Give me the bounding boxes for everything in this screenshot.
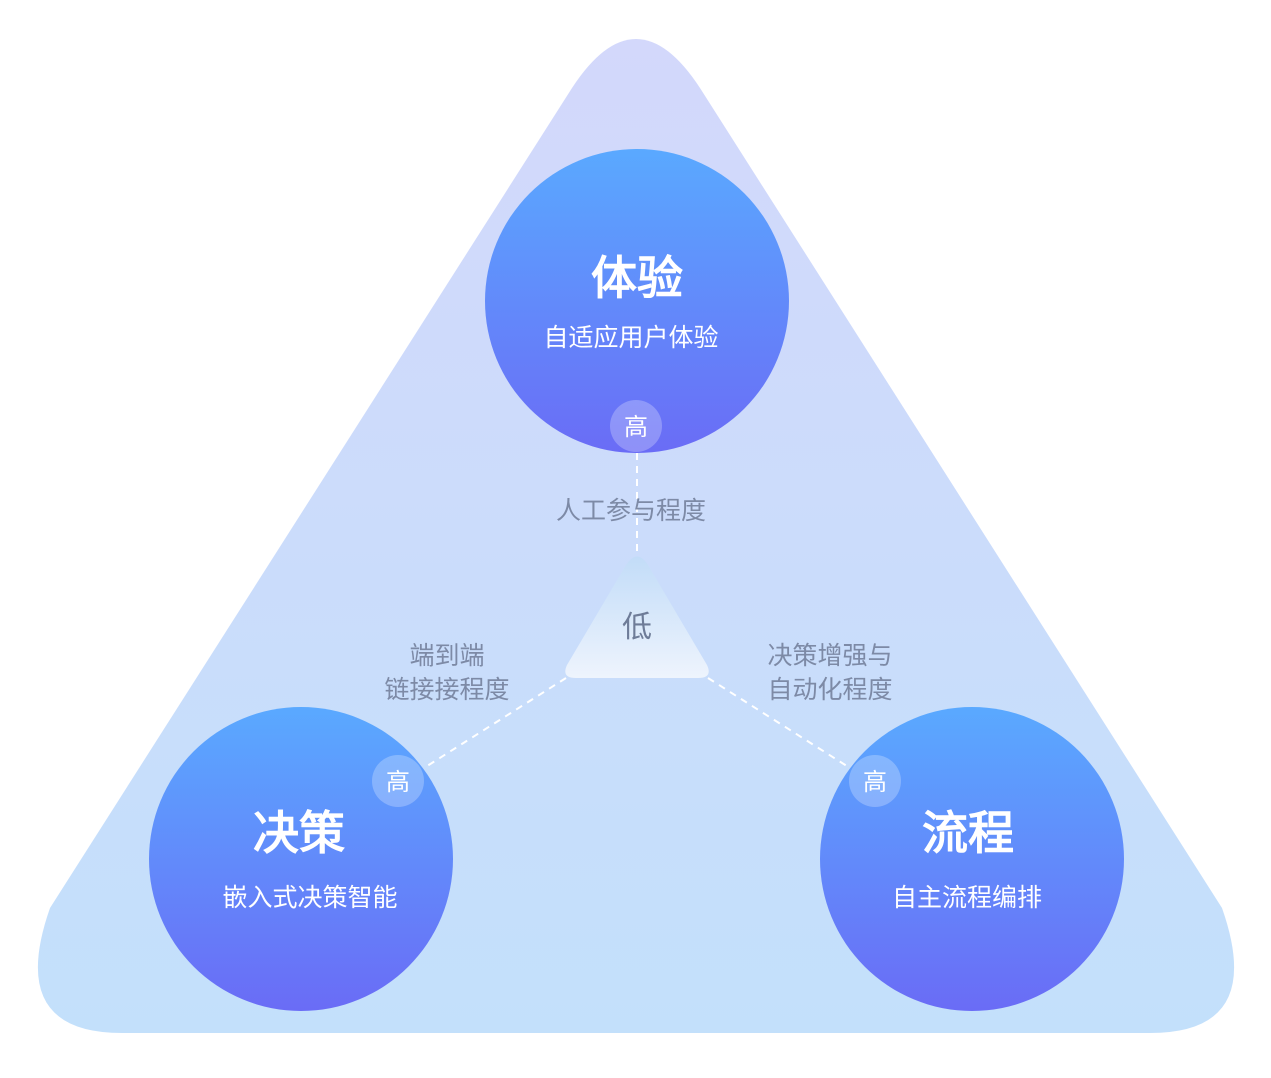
node-subtitle: 自主流程编排 — [892, 883, 1042, 912]
level-badge-label: 高 — [624, 413, 648, 441]
level-badge — [849, 755, 901, 807]
node-title: 决策 — [253, 806, 345, 860]
axis-label-experience: 人工参与程度 — [556, 496, 706, 525]
connector-process — [707, 677, 851, 769]
level-badge-label: 高 — [863, 768, 887, 796]
level-badge — [610, 400, 662, 452]
node-title: 体验 — [591, 251, 683, 305]
center-label: 低 — [622, 610, 652, 645]
node-experience: 体验 自适应用户体验 高 — [485, 149, 789, 453]
axis-label-process-line2: 自动化程度 — [767, 675, 892, 704]
axis-label-decision-line2: 链接接程度 — [384, 675, 509, 704]
connector-decision — [423, 677, 567, 769]
node-process: 高 流程 自主流程编排 — [820, 707, 1124, 1011]
node-subtitle: 嵌入式决策智能 — [222, 883, 397, 912]
node-title: 流程 — [922, 806, 1014, 860]
axis-label-process-line1: 决策增强与 — [767, 641, 892, 670]
node-decision: 高 决策 嵌入式决策智能 — [149, 707, 453, 1011]
axis-label-decision-line1: 端到端 — [409, 641, 484, 670]
level-badge — [372, 755, 424, 807]
level-badge-label: 高 — [386, 768, 410, 796]
center-triangle: 低 — [565, 556, 709, 678]
node-subtitle: 自适应用户体验 — [543, 323, 718, 352]
